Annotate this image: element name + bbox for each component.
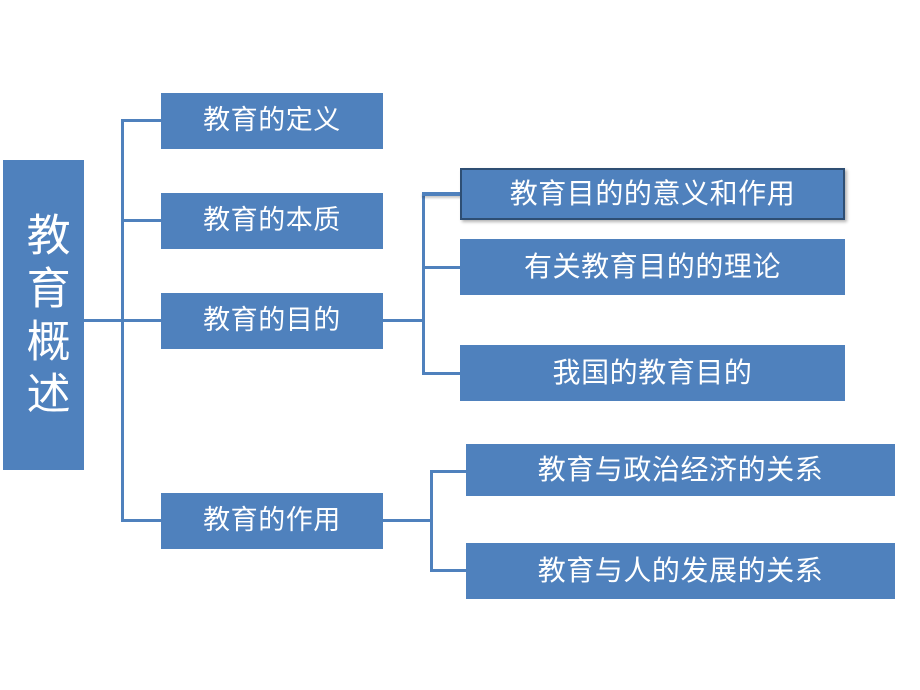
connector-to-level2-4 [121,519,163,522]
connector-function-stub [383,519,433,522]
connector-to-level2-2 [121,219,163,222]
connector-to-level2-3 [121,319,163,322]
connector-to-purpose-child-3 [422,372,464,375]
level2-node-essence[interactable]: 教育的本质 [161,193,383,249]
connector-to-function-child-1 [430,470,470,473]
level2-node-definition[interactable]: 教育的定义 [161,93,383,149]
connector-to-purpose-child-1 [422,192,464,196]
level3-node-purpose-theory[interactable]: 有关教育目的的理论 [460,239,845,295]
connector-to-purpose-child-2 [422,266,464,269]
connector-purpose-stub [383,319,425,322]
level2-node-function[interactable]: 教育的作用 [161,493,383,549]
connector-purpose-trunk [422,193,425,375]
level2-node-purpose[interactable]: 教育的目的 [161,293,383,349]
connector-function-trunk [430,471,433,572]
connector-to-level2-1 [121,119,163,122]
level3-node-politics-economy-relation[interactable]: 教育与政治经济的关系 [466,444,895,496]
connector-to-function-child-2 [430,569,470,572]
level3-node-purpose-significance[interactable]: 教育目的的意义和作用 [460,168,845,220]
connector-root-stub [84,319,124,322]
root-node[interactable]: 教育概述 [3,160,84,470]
level3-node-human-development-relation[interactable]: 教育与人的发展的关系 [466,543,895,599]
level3-node-china-purpose[interactable]: 我国的教育目的 [460,345,845,401]
